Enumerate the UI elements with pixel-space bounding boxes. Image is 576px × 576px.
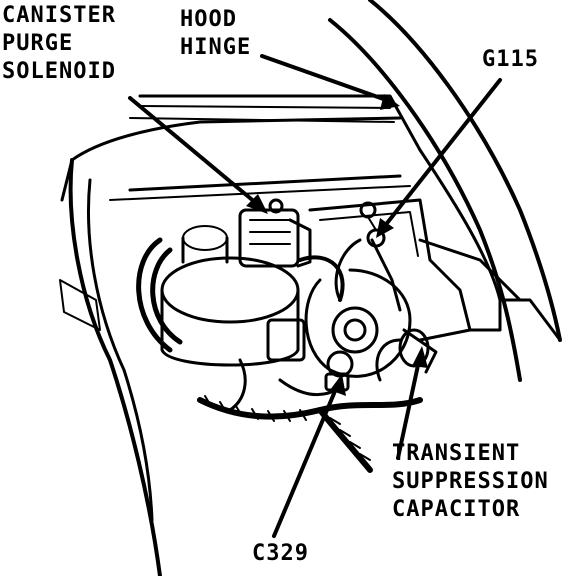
charcoal-canister [160, 225, 300, 367]
g115-label: G115 [482, 47, 539, 72]
c329-label: C329 [252, 541, 309, 566]
hood-panel [109, 94, 422, 201]
canister-purge-solenoid-label: CANISTER PURGE SOLENOID [2, 3, 116, 84]
hood-hinge [328, 0, 562, 382]
fender-outline [59, 116, 402, 576]
radiator-support [308, 198, 522, 342]
g115-ground [359, 201, 386, 248]
vacuum-hoses [136, 237, 345, 353]
component-cluster [266, 238, 412, 378]
hood-hinge-label: HOOD HINGE [180, 7, 252, 60]
solenoid-body [238, 198, 312, 268]
leader-lines [128, 54, 502, 538]
transient-suppression-capacitor-label: TRANSIENT SUPPRESSION CAPACITOR [392, 441, 549, 522]
